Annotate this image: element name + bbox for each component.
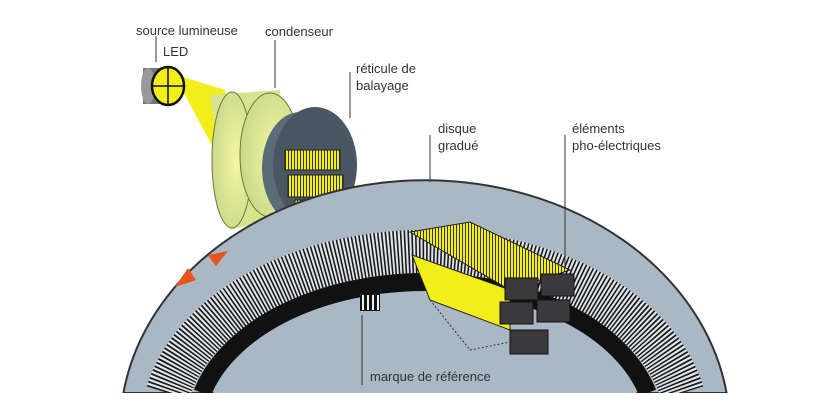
label-led: LED — [163, 44, 189, 59]
label-condenser: condenseur — [265, 24, 333, 39]
beam-through-disc — [408, 221, 572, 351]
label-disc-2: gradué — [438, 138, 479, 153]
label-photo-2: pho-électriques — [572, 138, 661, 153]
label-reference-mark: marque de référence — [370, 369, 491, 384]
led-source — [141, 65, 186, 107]
label-reticle-1: réticule de — [356, 61, 416, 76]
label-photo-1: éléments — [572, 121, 625, 136]
label-light-source: source lumineuse — [136, 23, 238, 38]
label-reticle-2: balayage — [356, 78, 409, 93]
photo-elements — [499, 273, 575, 355]
reference-mark — [360, 293, 380, 311]
leader-lines — [155, 36, 566, 385]
label-disc-1: disque — [438, 121, 477, 136]
movement-arrow-icon — [175, 251, 228, 287]
